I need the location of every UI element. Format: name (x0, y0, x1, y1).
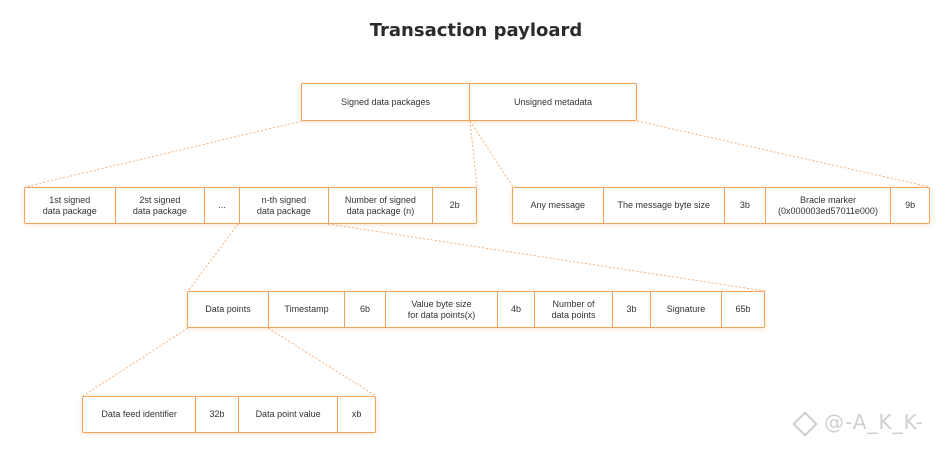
nth-signed-package-cell: n-th signed data package (239, 188, 328, 223)
signed-data-packages-row: 1st signed data package 2st signed data … (24, 187, 477, 224)
data-points-cell: Data points (205, 304, 251, 314)
signed-data-packages-cell: Signed data packages (340, 96, 431, 107)
connector-line (24, 120, 303, 188)
connector-line (327, 223, 766, 292)
second-signed-package-cell: 2st signed data package (114, 188, 205, 223)
connector-line (267, 327, 377, 397)
watermark-text: @-A_K_K- (824, 410, 924, 434)
number-of-packages-cell: Number of signed data package (n) (327, 188, 433, 223)
timestamp-size-cell: 6b (344, 292, 385, 327)
message-byte-size-cell: The message byte size (602, 188, 724, 223)
connector-line (187, 223, 239, 292)
watermark: @-A_K_K- (792, 410, 924, 437)
message-byte-size-value-cell: 3b (723, 188, 765, 223)
timestamp-cell: Timestamp (268, 292, 344, 327)
signature-cell: Signature (650, 292, 721, 327)
any-message-cell: Any message (530, 200, 586, 210)
diagram-title: Transaction payloard (369, 20, 583, 41)
value-byte-size-value-cell: 4b (497, 292, 534, 327)
marker-size-cell: 9b (890, 188, 929, 223)
unsigned-metadata-cell: Unsigned metadata (469, 84, 636, 120)
value-byte-size-cell: Value byte size for data points(x) (385, 292, 497, 327)
data-package-row: Data points Timestamp 6b Value byte size… (187, 291, 765, 328)
data-point-row: Data feed identifier 32b Data point valu… (82, 396, 376, 433)
data-feed-identifier-cell: Data feed identifier (101, 409, 177, 419)
connector-line (636, 120, 931, 188)
connector-line (82, 327, 189, 397)
ellipsis-cell: ... (204, 188, 239, 223)
marker-cell: Bracle marker (0x000003ed57011e000) (764, 188, 890, 223)
data-point-value-cell: Data point value (237, 397, 337, 432)
signature-size-cell: 65b (721, 292, 764, 327)
data-point-value-size-cell: xb (337, 397, 375, 432)
number-of-packages-size-cell: 2b (432, 188, 476, 223)
transaction-payload-row: Signed data packages Unsigned metadata (301, 83, 637, 121)
connector-line (469, 120, 514, 188)
number-of-data-points-cell: Number of data points (534, 292, 612, 327)
data-feed-identifier-size-cell: 32b (195, 397, 238, 432)
first-signed-package-cell: 1st signed data package (42, 194, 97, 216)
number-of-data-points-size-cell: 3b (612, 292, 650, 327)
unsigned-metadata-row: Any message The message byte size 3b Bra… (512, 187, 930, 224)
watermark-logo-icon (792, 410, 818, 437)
connector-line (469, 120, 478, 188)
